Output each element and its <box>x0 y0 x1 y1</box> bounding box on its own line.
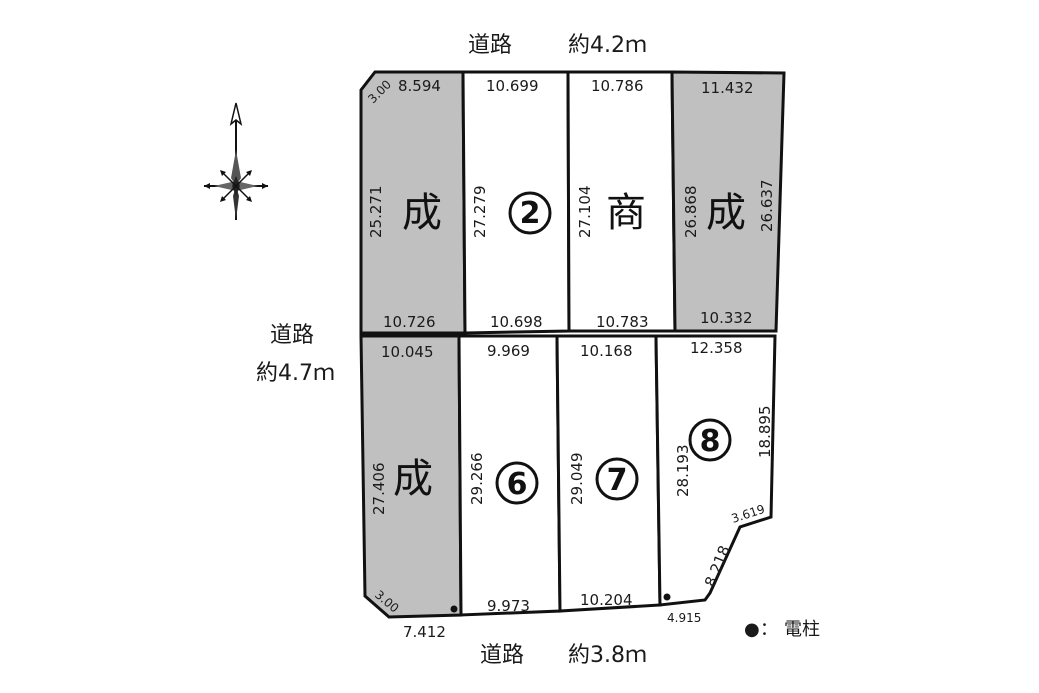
road-west-width: 約4.7ｍ <box>256 361 335 386</box>
road-north: 道路 約4.2ｍ <box>468 33 647 58</box>
lot-north-1-status: 成 <box>402 190 442 236</box>
lot-north-2-number: 2 <box>508 191 552 235</box>
lot-north-4-status: 成 <box>706 190 746 236</box>
svg-text:7: 7 <box>607 463 628 498</box>
svg-text:6: 6 <box>507 467 528 502</box>
lot-north-1-left: 25.271 <box>367 186 385 239</box>
lot-south-7-left: 29.049 <box>568 453 586 506</box>
lot-south-8-number: 8 <box>688 418 732 462</box>
road-south-width: 約3.8ｍ <box>568 643 647 668</box>
svg-text:2: 2 <box>520 196 541 231</box>
lot-north-1[interactable] <box>359 70 467 335</box>
legend: ● ： 電柱 <box>744 619 820 640</box>
lot-north-3-status: 商 <box>606 190 646 236</box>
lot-south-6-left: 29.266 <box>468 453 486 506</box>
lot-south-5-status: 成 <box>393 456 433 502</box>
lot-south-5[interactable] <box>359 334 463 619</box>
lot-north-1-top: 8.594 <box>398 77 441 95</box>
lot-south-5-top: 10.045 <box>381 343 434 361</box>
lot-north-4-right: 26.637 <box>758 180 776 233</box>
lot-south-8[interactable] <box>654 334 777 607</box>
legend-separator: ： <box>760 619 778 640</box>
lot-south-7-bottom: 10.204 <box>580 591 633 609</box>
lot-south-7-number: 7 <box>595 457 639 501</box>
lot-south-6-top: 9.969 <box>487 342 530 360</box>
lot-south-6-bottom: 9.973 <box>487 597 530 615</box>
lot-south-8-top: 12.358 <box>690 339 743 357</box>
lot-south-5-left: 27.406 <box>370 463 388 516</box>
lot-north-4-bottom: 10.332 <box>700 309 753 327</box>
lot-south-6-number: 6 <box>495 461 539 505</box>
road-west-label: 道路 <box>270 323 314 348</box>
lot-north-2-left: 27.279 <box>471 186 489 239</box>
lot-north-3-left: 27.104 <box>576 186 594 239</box>
legend-text: 電柱 <box>784 619 820 640</box>
lot-north-3-bottom: 10.783 <box>596 313 649 331</box>
lot-south-8-right: 18.895 <box>756 406 774 459</box>
lot-north-2-top: 10.699 <box>486 77 539 95</box>
lot-north-4-left: 26.868 <box>682 186 700 239</box>
lot-north-1-bottom: 10.726 <box>383 313 436 331</box>
road-west: 道路 約4.7ｍ <box>256 323 335 386</box>
road-south-label: 道路 <box>480 643 524 668</box>
utility-pole-icon <box>450 605 458 613</box>
compass-north-arrow-icon <box>204 102 268 220</box>
lot-south-5-bottom: 7.412 <box>403 623 446 641</box>
lot-south-7-top: 10.168 <box>580 342 633 360</box>
road-north-width: 約4.2ｍ <box>568 33 647 58</box>
utility-pole-icon <box>663 593 671 601</box>
lot-north-2-bottom: 10.698 <box>490 313 543 331</box>
lot-north-4-top: 11.432 <box>701 79 754 97</box>
lot-north-4[interactable] <box>670 70 786 333</box>
svg-text:8: 8 <box>700 424 721 459</box>
lot-south-8-left: 28.193 <box>674 445 692 498</box>
lot-south-8-bottom: 4.915 <box>667 611 701 625</box>
lot-north-3-top: 10.786 <box>591 77 644 95</box>
road-south: 道路 約3.8ｍ <box>480 643 647 668</box>
legend-symbol: ● <box>744 619 760 640</box>
road-north-label: 道路 <box>468 33 512 58</box>
